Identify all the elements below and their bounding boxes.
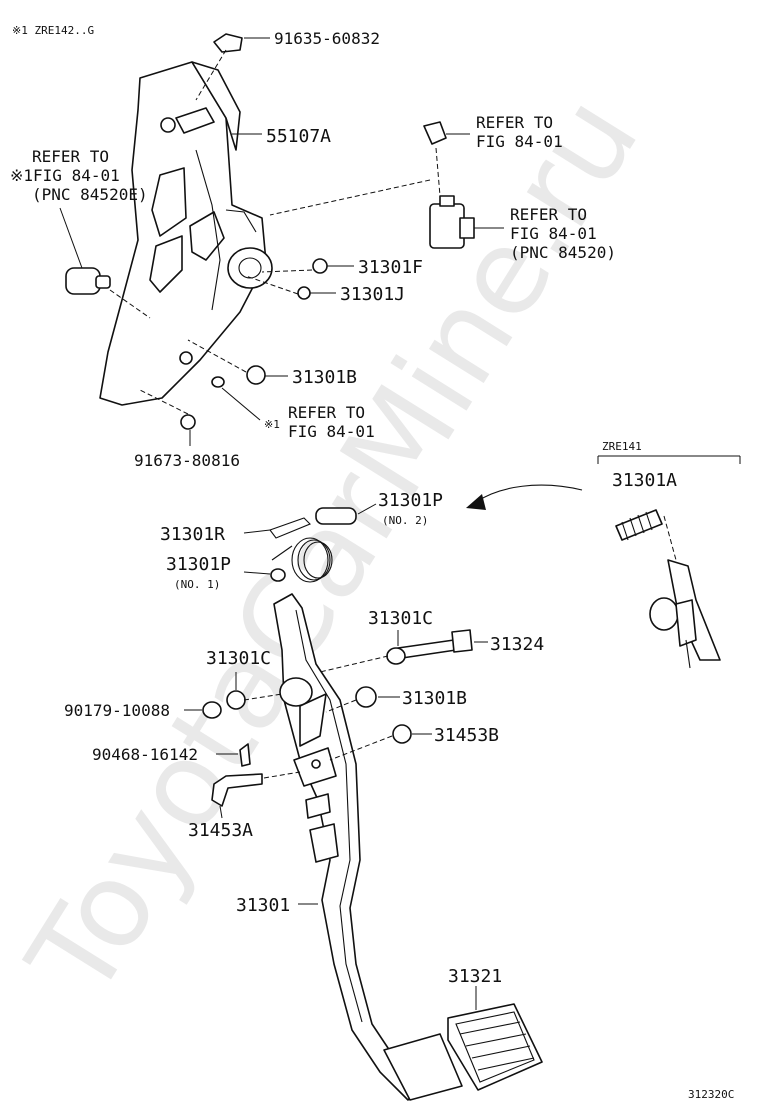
refer-top-line1: REFER TO [476,113,553,132]
refer-right-line2: FIG 84-01 [510,224,597,243]
pedal-arm [202,507,543,1101]
label-no1: (NO. 1) [174,578,220,591]
reference-arrowhead [466,494,486,510]
label-31301B-top: 31301B [292,367,357,388]
label-31301C-left: 31301C [206,648,271,669]
label-31301: 31301 [236,895,290,916]
header-note: ※1 ZRE142..G [12,24,94,37]
label-91635-60832: 91635-60832 [274,29,380,48]
label-31301C-right: 31301C [368,608,433,629]
figure-code: 312320C [688,1088,734,1101]
label-31324: 31324 [490,634,544,655]
label-91673-80816: 91673-80816 [134,451,240,470]
inset-model-label: ZRE141 [602,440,642,453]
refer-left-line2: ※1FIG 84-01 [10,166,120,185]
label-90468-16142: 90468-16142 [92,745,198,764]
label-31301F: 31301F [358,257,423,278]
refer-right-line1: REFER TO [510,205,587,224]
label-90179-10088: 90179-10088 [64,701,170,720]
label-31301P-no1: 31301P [166,554,231,575]
label-31301A: 31301A [612,470,677,491]
note-mid: ※1 [264,418,280,431]
label-31301P-no2: 31301P [378,490,443,511]
label-31301B-bottom: 31301B [402,688,467,709]
zre141-inset [597,455,741,669]
refer-right-line3: (PNC 84520) [510,243,616,262]
upper-leader-lines [59,37,504,446]
pedal-bracket [65,33,475,430]
refer-left-line1: REFER TO [32,147,109,166]
label-no2: (NO. 2) [382,514,428,527]
refer-mid-line1: REFER TO [288,403,365,422]
label-55107A: 55107A [266,126,331,147]
label-31453B: 31453B [434,725,499,746]
part-labels: 91635-60832 55107A REFER TO FIG 84-01 RE… [10,29,616,987]
reference-arrow [475,484,583,503]
refer-left-line3: (PNC 84520E) [32,185,148,204]
label-31301R: 31301R [160,524,225,545]
label-31453A: 31453A [188,820,253,841]
lower-leader-lines [184,503,488,1010]
label-31301J: 31301J [340,284,405,305]
refer-mid-line2: FIG 84-01 [288,422,375,441]
label-31321: 31321 [448,966,502,987]
refer-top-line2: FIG 84-01 [476,132,563,151]
